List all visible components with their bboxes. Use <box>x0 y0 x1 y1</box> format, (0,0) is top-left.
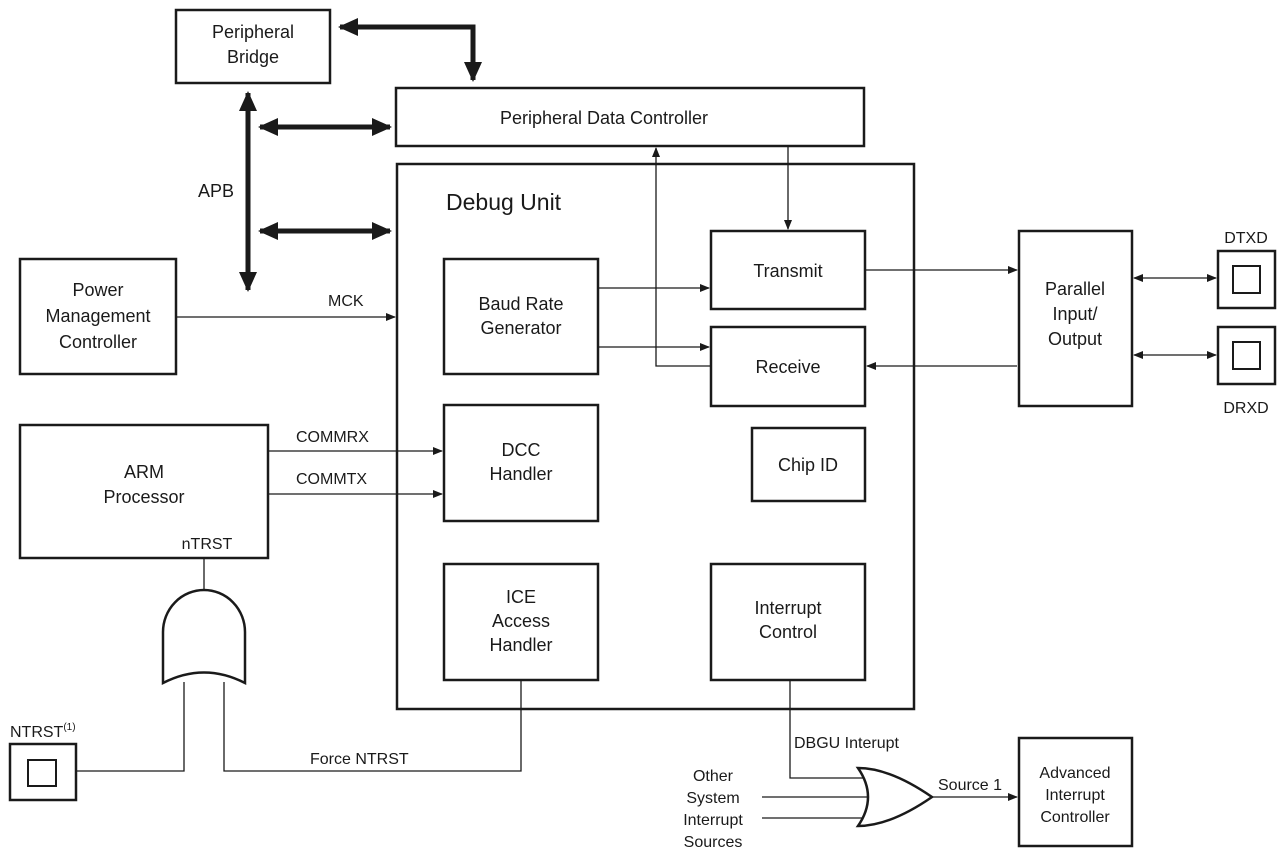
chip-id-block: Chip ID <box>750 426 867 503</box>
parallel-io-label-line2: Input/ <box>1052 304 1097 324</box>
peripheral-bridge-label-line2: Bridge <box>227 47 279 67</box>
interrupt-control-block: Interrupt Control <box>709 562 867 682</box>
ntrst-pin-name: NTRST <box>10 724 64 741</box>
other-sources-label-line2: System <box>686 790 739 807</box>
aic-label-line1: Advanced <box>1039 765 1110 782</box>
parallel-io-block: Parallel Input/ Output <box>1017 229 1134 408</box>
peripheral-data-controller-block: Peripheral Data Controller <box>394 86 866 148</box>
transmit-label: Transmit <box>753 261 822 281</box>
commrx-label: COMMRX <box>296 429 369 446</box>
interrupt-control-label-line2: Control <box>759 622 817 642</box>
commtx-label: COMMTX <box>296 471 367 488</box>
ntrst-pin: NTRST(1) <box>8 722 78 802</box>
ntrst-pin-footnote: (1) <box>63 722 75 733</box>
drxd-pin: DRXD <box>1216 325 1277 417</box>
receive-block: Receive <box>709 325 867 408</box>
arm-processor-label-line1: ARM <box>124 462 164 482</box>
aic-label-line2: Interrupt <box>1045 787 1105 804</box>
interrupt-control-label-line1: Interrupt <box>754 598 821 618</box>
ntrst-pin-to-and-line <box>76 682 185 772</box>
receive-label: Receive <box>755 357 820 377</box>
force-ntrst-label: Force NTRST <box>310 751 409 768</box>
force-ntrst-line <box>223 680 522 772</box>
dtxd-label: DTXD <box>1224 230 1268 247</box>
other-sources-label-line3: Interrupt <box>683 812 743 829</box>
pmc-label-line2: Management <box>45 306 150 326</box>
arm-ntrst-label: nTRST <box>182 536 233 553</box>
ice-label-line2: Access <box>492 611 550 631</box>
ice-label-line3: Handler <box>489 635 552 655</box>
source1-label: Source 1 <box>938 777 1002 794</box>
other-sources-label-line1: Other <box>693 768 734 785</box>
peripheral-data-controller-label: Peripheral Data Controller <box>500 108 708 128</box>
chip-id-label: Chip ID <box>778 455 838 475</box>
other-sources-label-line4: Sources <box>684 834 743 851</box>
arm-processor-label-line2: Processor <box>103 487 184 507</box>
dtxd-pin: DTXD <box>1216 230 1277 310</box>
pmc-label-line1: Power <box>72 280 123 300</box>
arm-processor-block: ARM Processor nTRST <box>18 423 270 560</box>
mck-label: MCK <box>328 293 364 310</box>
parallel-io-label-line1: Parallel <box>1045 279 1105 299</box>
dbgu-interrupt-line <box>789 680 867 779</box>
apb-bus <box>239 18 482 292</box>
dcc-handler-label-line2: Handler <box>489 464 552 484</box>
power-management-controller-block: Power Management Controller <box>18 257 178 376</box>
parallel-io-label-line3: Output <box>1048 329 1102 349</box>
apb-label: APB <box>198 181 234 201</box>
ice-label-line1: ICE <box>506 587 536 607</box>
aic-label-line3: Controller <box>1040 809 1110 826</box>
baud-rate-generator-label-line2: Generator <box>480 318 561 338</box>
dcc-handler-label-line1: DCC <box>502 440 541 460</box>
thin-connections <box>76 146 1217 819</box>
ice-access-handler-block: ICE Access Handler <box>442 562 600 682</box>
bridge-to-pdc-bus <box>338 18 482 82</box>
dbgu-interrupt-label: DBGU Interupt <box>794 735 899 752</box>
receive-to-pdc-line <box>652 147 711 367</box>
dcc-handler-block: DCC Handler <box>442 403 600 523</box>
and-gate-icon <box>161 588 247 686</box>
transmit-block: Transmit <box>709 229 867 311</box>
pmc-label-line3: Controller <box>59 332 137 352</box>
drxd-label: DRXD <box>1223 400 1268 417</box>
baud-rate-generator-label-line1: Baud Rate <box>478 294 563 314</box>
peripheral-bridge-block: Peripheral Bridge <box>174 8 332 85</box>
ntrst-pin-label: NTRST(1) <box>10 722 76 741</box>
peripheral-bridge-label-line1: Peripheral <box>212 22 294 42</box>
or-gate-icon <box>855 766 935 828</box>
debug-unit-title: Debug Unit <box>446 189 562 215</box>
advanced-interrupt-controller-block: Advanced Interrupt Controller <box>1017 736 1134 848</box>
baud-rate-generator-block: Baud Rate Generator <box>442 257 600 376</box>
